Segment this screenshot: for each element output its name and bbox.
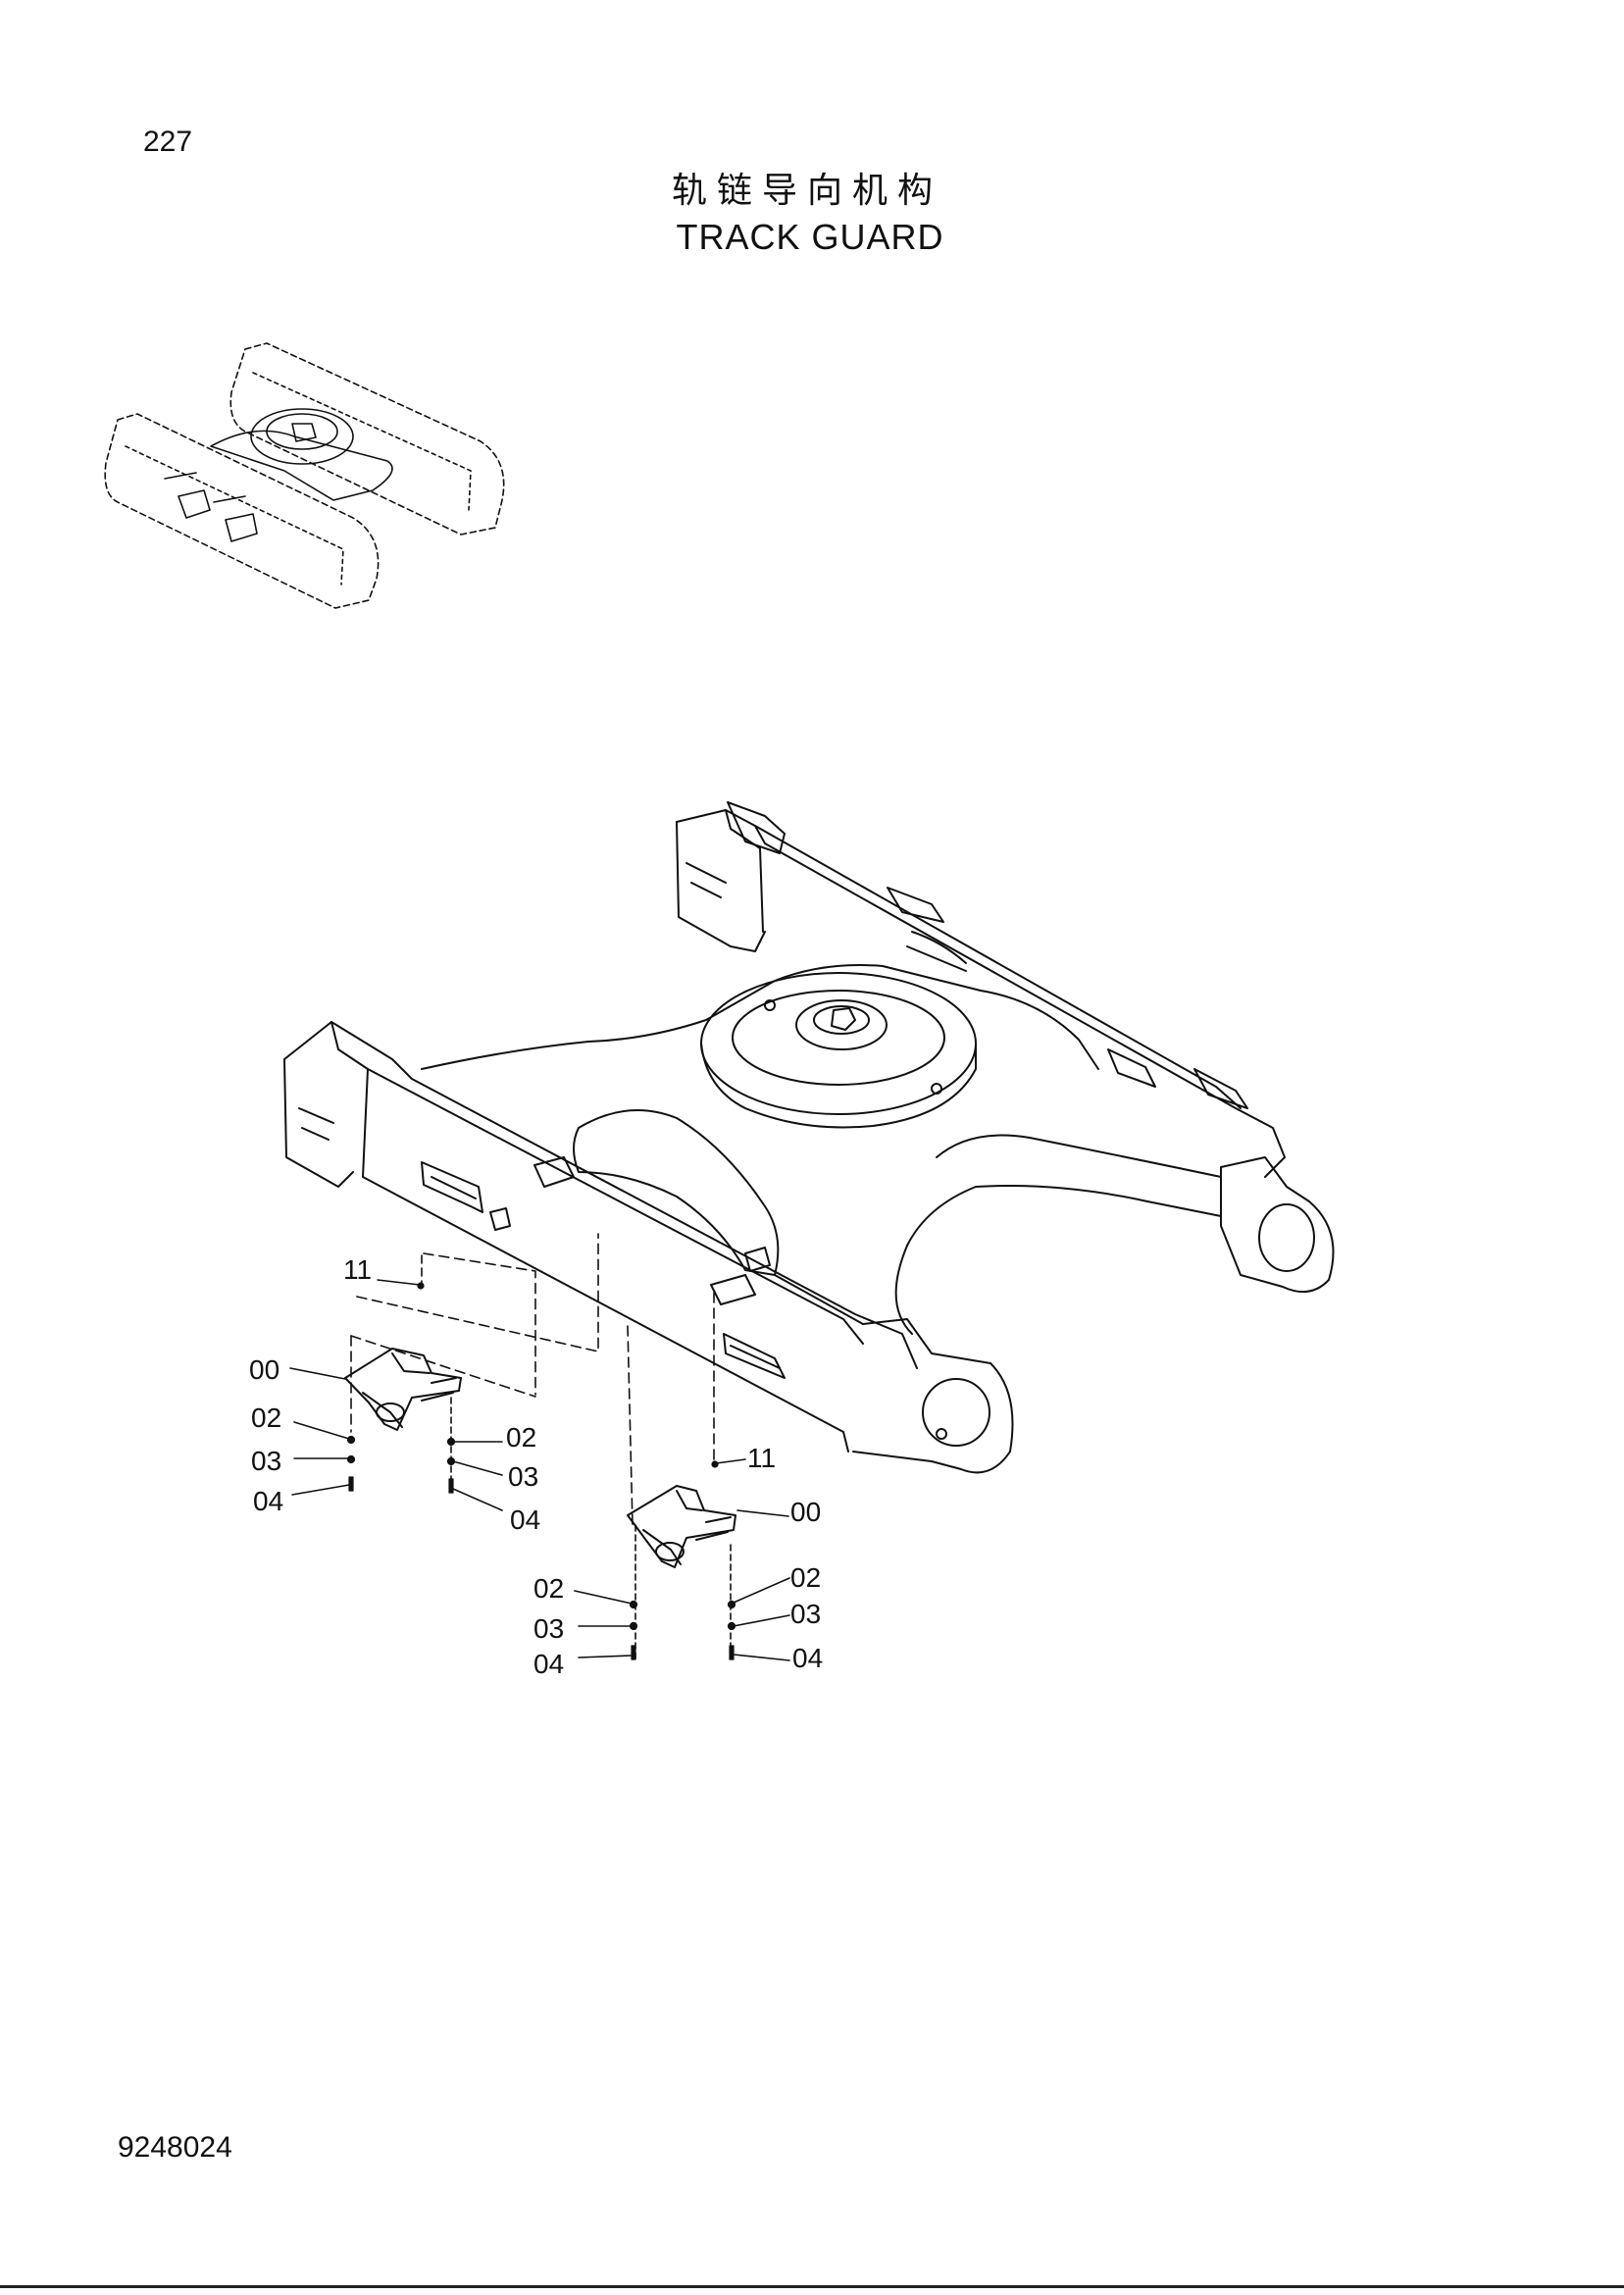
callout-02-right-a: 02 xyxy=(533,1573,564,1604)
rear-end-plate xyxy=(1220,1156,1335,1294)
part-11-point-left xyxy=(417,1282,425,1290)
frame-opening-4 xyxy=(744,1247,771,1272)
callout-11-right: 11 xyxy=(747,1443,776,1473)
upper-bracket-3 xyxy=(1107,1048,1156,1088)
lower-bracket-2 xyxy=(723,1333,786,1379)
bolt-04 xyxy=(348,1476,354,1492)
document-number: 9248024 xyxy=(118,2131,232,2164)
bottom-rule xyxy=(0,2285,1624,2288)
overview-thumbnail xyxy=(104,342,505,609)
lower-side-frame xyxy=(283,1021,918,1369)
fasteners xyxy=(346,1282,736,1660)
callout-03-left-b: 03 xyxy=(508,1461,538,1492)
leader-lines xyxy=(289,1233,790,1661)
callout-04-left-b: 04 xyxy=(510,1504,540,1535)
callout-04-right-b: 04 xyxy=(792,1643,823,1673)
track-guard-left xyxy=(344,1348,462,1431)
swing-bearing-inner xyxy=(732,990,945,1086)
upper-side-frame xyxy=(676,809,1286,1178)
frame-opening-2 xyxy=(489,1207,511,1231)
nut-03 xyxy=(346,1454,356,1464)
callout-03-right-b: 03 xyxy=(790,1599,821,1629)
thumb-guard-2 xyxy=(225,513,258,542)
lower-bracket-1 xyxy=(421,1161,483,1213)
track-frame-main xyxy=(283,801,1335,1474)
rear-idler-bore xyxy=(1258,1203,1315,1272)
callout-04-left-a: 04 xyxy=(253,1486,283,1516)
title-block: 轨链导向机构 TRACK GUARD xyxy=(0,169,1624,261)
page-number: 227 xyxy=(143,126,193,158)
upper-bracket-1 xyxy=(727,801,786,854)
thumb-upper-track xyxy=(229,342,505,536)
callout-03-left-a: 03 xyxy=(251,1446,281,1476)
washer-02 xyxy=(346,1435,356,1445)
callout-00-right: 00 xyxy=(790,1497,821,1527)
thumb-guard-1 xyxy=(178,489,211,519)
upper-bracket-2 xyxy=(887,887,944,923)
front-idler-bore xyxy=(922,1378,990,1447)
upper-bracket-4 xyxy=(1193,1068,1248,1109)
title-english: TRACK GUARD xyxy=(676,217,944,257)
front-end-plate xyxy=(852,1318,1014,1474)
thumb-lower-track xyxy=(104,413,380,609)
part-11-point-right xyxy=(711,1460,719,1468)
center-joint xyxy=(795,999,888,1050)
callout-03-right-a: 03 xyxy=(533,1613,564,1644)
frame-opening-1 xyxy=(533,1156,575,1188)
callout-labels: 11 00 02 03 04 02 03 04 11 00 02 03 04 0… xyxy=(249,1254,823,1679)
callout-02-right-b: 02 xyxy=(790,1562,821,1593)
track-guard-right xyxy=(627,1485,736,1568)
center-frame xyxy=(421,964,1099,1070)
callout-04-right-a: 04 xyxy=(533,1649,564,1679)
callout-00-left: 00 xyxy=(249,1354,279,1385)
thumb-turntable xyxy=(250,408,354,465)
title-chinese: 轨链导向机构 xyxy=(671,171,942,211)
callout-11-left: 11 xyxy=(343,1254,372,1285)
callout-02-left-a: 02 xyxy=(251,1402,281,1433)
frame-opening-3 xyxy=(710,1274,756,1305)
callout-02-left-b: 02 xyxy=(506,1422,536,1453)
